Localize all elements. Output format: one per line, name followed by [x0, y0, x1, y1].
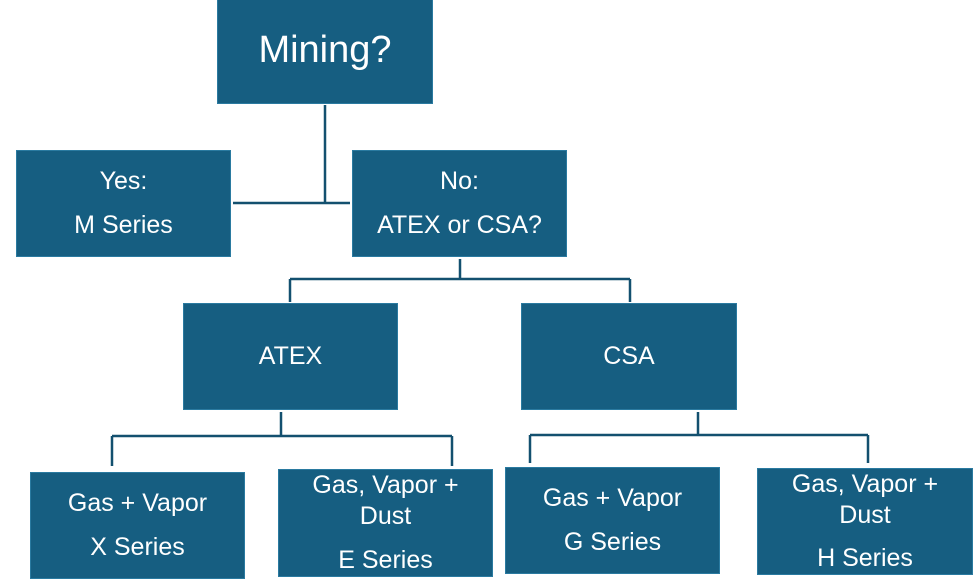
- node-label: Dust: [839, 500, 891, 529]
- node-atex-gas-vapor-dust-e-series: Gas, Vapor + Dust E Series: [278, 469, 493, 577]
- node-label: Gas + Vapor: [542, 484, 683, 513]
- node-atex-gas-vapor-x-series: Gas + Vapor X Series: [30, 472, 245, 579]
- node-mining-question: Mining?: [217, 0, 433, 104]
- node-csa: CSA: [521, 303, 737, 410]
- node-no-atex-or-csa: No: ATEX or CSA?: [352, 150, 567, 257]
- node-label: Gas, Vapor +: [312, 471, 459, 500]
- node-csa-gas-vapor-g-series: Gas + Vapor G Series: [505, 467, 720, 574]
- node-label: Dust: [359, 502, 412, 531]
- node-label: Gas + Vapor: [67, 489, 208, 518]
- node-label: Mining?: [258, 29, 392, 72]
- node-label: E Series: [338, 545, 433, 574]
- node-label: Yes:: [99, 167, 148, 196]
- node-label: ATEX or CSA?: [377, 210, 542, 239]
- node-label: CSA: [603, 341, 655, 370]
- node-label: X Series: [90, 532, 185, 561]
- node-yes-m-series: Yes: M Series: [16, 150, 231, 257]
- node-label: M Series: [74, 210, 173, 239]
- node-label: No:: [440, 167, 479, 196]
- node-atex: ATEX: [183, 303, 398, 410]
- node-label: G Series: [563, 527, 662, 556]
- node-label: Gas, Vapor +: [791, 469, 939, 498]
- node-label: ATEX: [258, 341, 323, 370]
- node-label: H Series: [817, 544, 913, 573]
- node-csa-gas-vapor-dust-h-series: Gas, Vapor + Dust H Series: [757, 468, 973, 575]
